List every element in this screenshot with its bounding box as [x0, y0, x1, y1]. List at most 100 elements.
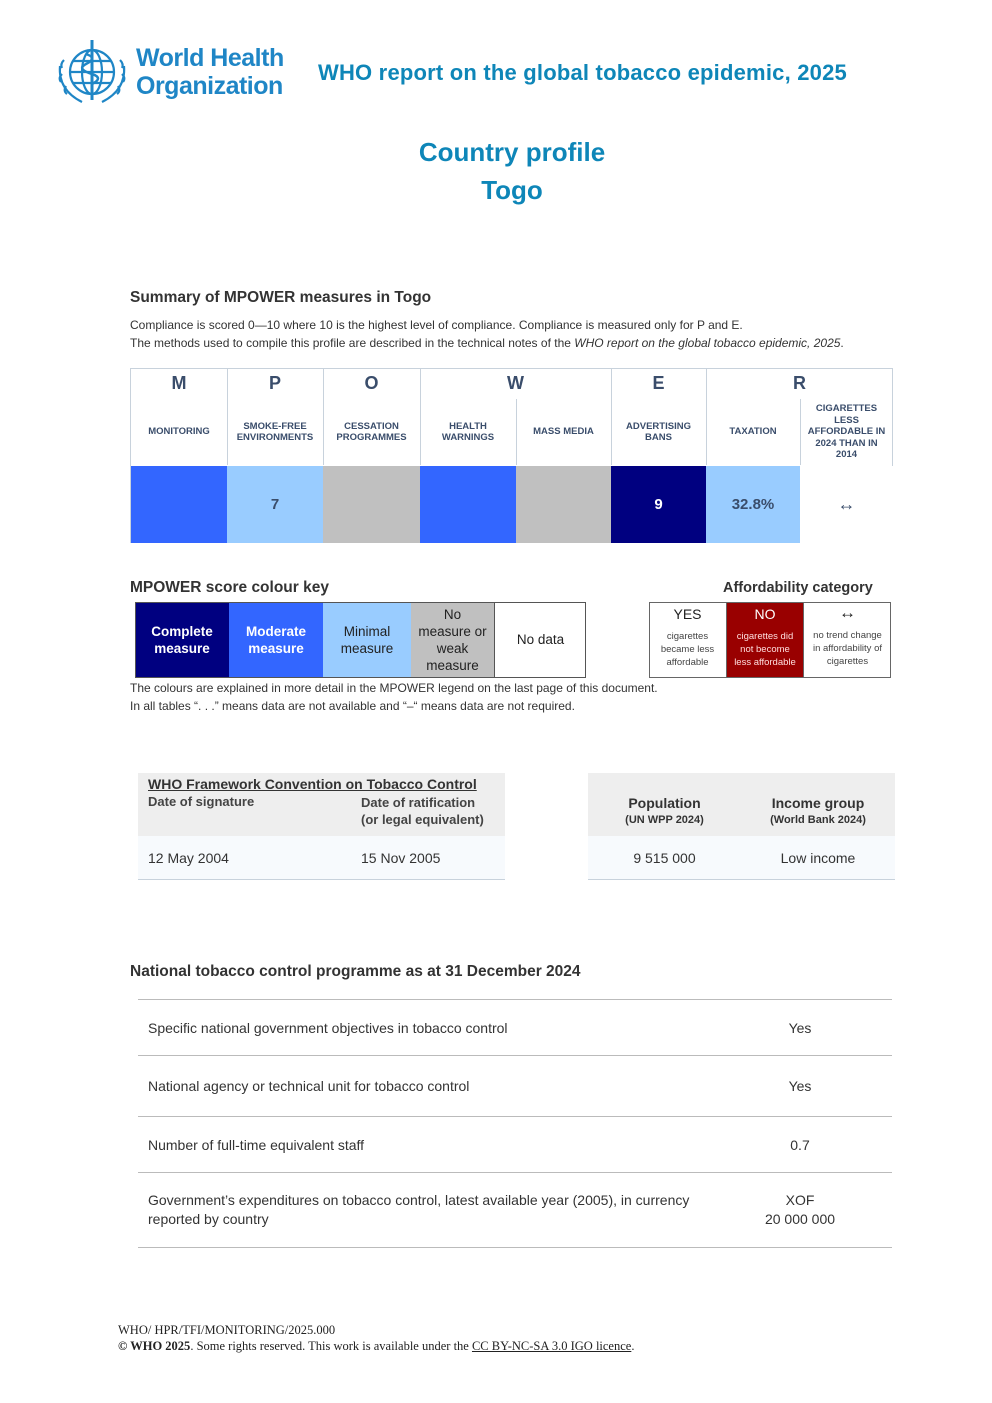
affordability-key-frame: [649, 602, 891, 678]
mpower-score-cell: [420, 466, 516, 543]
affordability-item-desc: cigarettes did not become less affordabl…: [734, 631, 796, 668]
mpower-letter-protect: P: [268, 373, 281, 393]
programme-row-value: 0.7: [790, 1137, 810, 1153]
colour-key-title: MPOWER score colour key: [130, 579, 329, 596]
mpower-score-value: ↔: [837, 494, 856, 514]
footer: WHO/ HPR/TFI/MONITORING/2025.000 © WHO 2…: [118, 1322, 634, 1354]
population-body: [588, 836, 895, 879]
programme-row: Number of full-time equivalent staff 0.7: [138, 1117, 892, 1172]
colour-key-note: The colours are explained in more detail…: [130, 679, 658, 715]
programme-row-value: XOF 20 000 000: [764, 1192, 836, 1227]
affordability-item: YES cigarettes became less affordable: [649, 602, 726, 678]
mpower-score-value: [323, 466, 420, 543]
mpower-column-label: SMOKE-FREE ENVIRONMENTS: [236, 420, 314, 444]
programme-title: National tobacco control programme as at…: [130, 963, 581, 980]
mpower-column-divider: [706, 369, 707, 465]
mpower-column-label: CESSATION PROGRAMMES: [336, 420, 407, 444]
programme-row-value: Yes: [788, 1020, 812, 1036]
programme-top-rule: [138, 999, 892, 1000]
mpower-column-divider: [800, 399, 801, 465]
affordability-item-head: ↔: [839, 603, 856, 622]
population-col-header: Population (UN WPP 2024): [625, 795, 704, 826]
country-name: Togo: [481, 175, 543, 205]
population-bottom-rule: [588, 879, 895, 880]
colour-key-frame: [135, 602, 586, 678]
fctc-title: WHO Framework Convention on Tobacco Cont…: [148, 776, 477, 792]
mpower-letter-monitor: M: [171, 373, 187, 393]
mpower-letter-warn: W: [507, 373, 524, 393]
income-col-header: Income group (World Bank 2024): [770, 795, 866, 826]
colour-key-note-line1: The colours are explained in more detail…: [130, 681, 658, 695]
summary-title: Summary of MPOWER measures in Togo: [130, 289, 432, 306]
population-header: [588, 773, 895, 836]
mpower-score-cell: [800, 466, 893, 543]
programme-row-label: Government’s expenditures on tobacco con…: [148, 1192, 690, 1227]
mpower-score-cell: [706, 466, 800, 543]
org-name-line2: Organization: [136, 72, 283, 100]
mpower-score-value: 32.8%: [731, 496, 775, 513]
summary-note: Compliance is scored 0—10 where 10 is th…: [130, 316, 844, 352]
affordability-item-desc: cigarettes became less affordable: [660, 631, 715, 668]
page-title: Country profile Togo: [0, 133, 992, 209]
who-emblem-icon: [58, 40, 126, 103]
mpower-column-label: CIGARETTES LESS AFFORDABLE IN 2024 THAN …: [807, 403, 886, 461]
programme-row-label: Specific national government objectives …: [148, 1020, 508, 1036]
fctc-body: [138, 836, 505, 879]
fctc-signature-header: Date of signature: [148, 794, 255, 809]
mpower-column-divider: [611, 369, 612, 465]
mpower-column-divider: [323, 369, 324, 465]
colour-key-note-line2: In all tables “. . .” means data are not…: [130, 699, 575, 713]
mpower-score-value: [420, 466, 516, 543]
colour-key-item: Moderate measure: [229, 602, 323, 677]
mpower-score-cell: [611, 466, 706, 543]
mpower-score-value: 7: [270, 496, 280, 513]
fctc-ratification-header: Date of ratification (or legal equivalen…: [361, 795, 484, 827]
document-code: WHO/ HPR/TFI/MONITORING/2025.000: [118, 1323, 336, 1337]
mpower-score-cell: [323, 466, 420, 543]
licence-link[interactable]: CC BY-NC-SA 3.0 IGO licence: [471, 1339, 632, 1353]
colour-key-item: No measure or weak measure: [411, 602, 495, 677]
summary-note-line1: Compliance is scored 0—10 where 10 is th…: [130, 318, 743, 332]
org-name-line1: World Health: [136, 44, 284, 72]
mpower-score-cell: [516, 466, 611, 543]
programme-rule: [138, 1116, 892, 1117]
mpower-score-cell: [227, 466, 323, 543]
mpower-column-label: MASS MEDIA: [533, 426, 594, 438]
programme-row: National agency or technical unit for to…: [138, 1056, 892, 1116]
mpower-letter-raise: R: [793, 373, 806, 393]
mpower-column-divider: [516, 399, 517, 465]
programme-rule: [138, 1055, 892, 1056]
programme-row: Government’s expenditures on tobacco con…: [138, 1173, 892, 1248]
programme-row-label: Number of full-time equivalent staff: [148, 1137, 365, 1153]
fctc-bottom-rule: [138, 879, 505, 880]
affordability-title: Affordability category: [723, 580, 873, 596]
affordability-item: ↔ no trend change in affordability of cig…: [803, 602, 891, 678]
programme-row-value: Yes: [788, 1078, 812, 1094]
colour-key-item: Complete measure: [135, 602, 229, 677]
report-title: WHO report on the global tobacco epidemi…: [318, 60, 847, 85]
colour-key-item: Minimal measure: [323, 602, 411, 677]
mpower-column-divider: [420, 369, 421, 465]
mpower-score-value: [516, 466, 611, 543]
mpower-column-label: TAXATION: [729, 426, 777, 438]
mpower-letter-enforce: E: [652, 373, 665, 393]
who-logo: [52, 36, 282, 108]
programme-rule: [138, 1172, 892, 1173]
affordability-item-head: YES: [673, 606, 702, 622]
affordability-item-head: NO: [754, 606, 776, 622]
fctc-header: [138, 773, 505, 836]
mpower-column-label: HEALTH WARNINGS: [441, 420, 495, 444]
affordability-item-desc: no trend change in affordability of ciga…: [812, 630, 882, 667]
mpower-score-value: 9: [654, 496, 663, 513]
mpower-score-cell: [131, 466, 227, 543]
summary-note-line2: The methods used to compile this profile…: [130, 336, 844, 350]
mpower-score-value: [131, 466, 227, 543]
fctc-ratification-date: 15 Nov 2005: [361, 850, 441, 866]
population-value: 9 515 000: [633, 850, 696, 866]
programme-bottom-rule: [138, 1247, 892, 1248]
copyright: © WHO 2025. Some rights reserved. This w…: [118, 1339, 635, 1353]
mpower-column-divider: [227, 369, 228, 465]
profile-title: Country profile: [418, 137, 606, 167]
programme-row: Specific national government objectives …: [138, 1000, 892, 1055]
